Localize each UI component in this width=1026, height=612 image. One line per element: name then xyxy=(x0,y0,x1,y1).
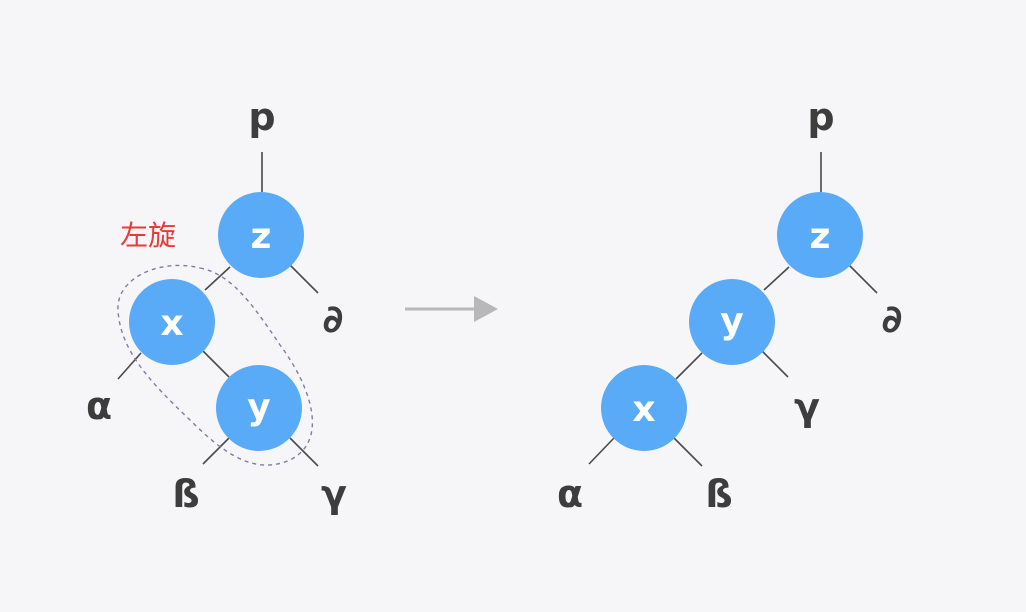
right-beta-label: ß xyxy=(705,472,732,516)
left-edge-y-gamma xyxy=(289,437,319,467)
right-edge-y-x xyxy=(675,352,703,380)
transform-arrow xyxy=(405,296,498,322)
rotation-annotation: 左旋 xyxy=(120,219,176,252)
right-node-y-label: y xyxy=(720,301,743,342)
left-node-z-circle xyxy=(218,192,304,278)
right-edge-z-right xyxy=(848,264,878,294)
right-gamma-label: γ xyxy=(794,385,820,429)
right-node-y-circle xyxy=(689,279,775,365)
right-z-right-label: ∂ xyxy=(882,297,903,341)
left-alpha-label: α xyxy=(86,384,112,428)
right-parent-label: p xyxy=(807,95,834,139)
rotation-group-outline xyxy=(117,264,314,466)
left-edge-z-x xyxy=(204,266,231,291)
right-edge-z-y xyxy=(763,266,790,291)
right-node-z-circle xyxy=(777,192,863,278)
left-beta-label: ß xyxy=(172,472,199,516)
left-node-x-circle xyxy=(129,279,215,365)
left-node-y-label: y xyxy=(247,387,270,428)
left-edge-x-alpha xyxy=(117,352,142,380)
left-node-x-label: x xyxy=(160,303,183,344)
right-edge-x-beta xyxy=(673,437,703,467)
left-gamma-label: γ xyxy=(321,472,347,516)
left-edge-x-y xyxy=(202,350,230,378)
arrow-head xyxy=(474,296,498,322)
left-edge-y-beta xyxy=(202,437,230,465)
left-parent-label: p xyxy=(248,95,275,139)
right-tree: z y x p ∂ γ α ß xyxy=(557,95,902,516)
left-node-y-circle xyxy=(216,365,302,451)
right-node-z-label: z xyxy=(810,216,831,257)
right-alpha-label: α xyxy=(557,472,583,516)
left-z-right-label: ∂ xyxy=(323,297,344,341)
right-edge-y-gamma xyxy=(761,350,789,378)
right-node-x-circle xyxy=(601,365,687,451)
right-edge-x-alpha xyxy=(588,437,615,465)
left-node-z-label: z xyxy=(251,216,272,257)
left-tree: z x y p ∂ α ß γ 左旋 xyxy=(86,95,347,516)
left-edge-z-right xyxy=(289,264,319,294)
right-node-x-label: x xyxy=(632,389,655,430)
